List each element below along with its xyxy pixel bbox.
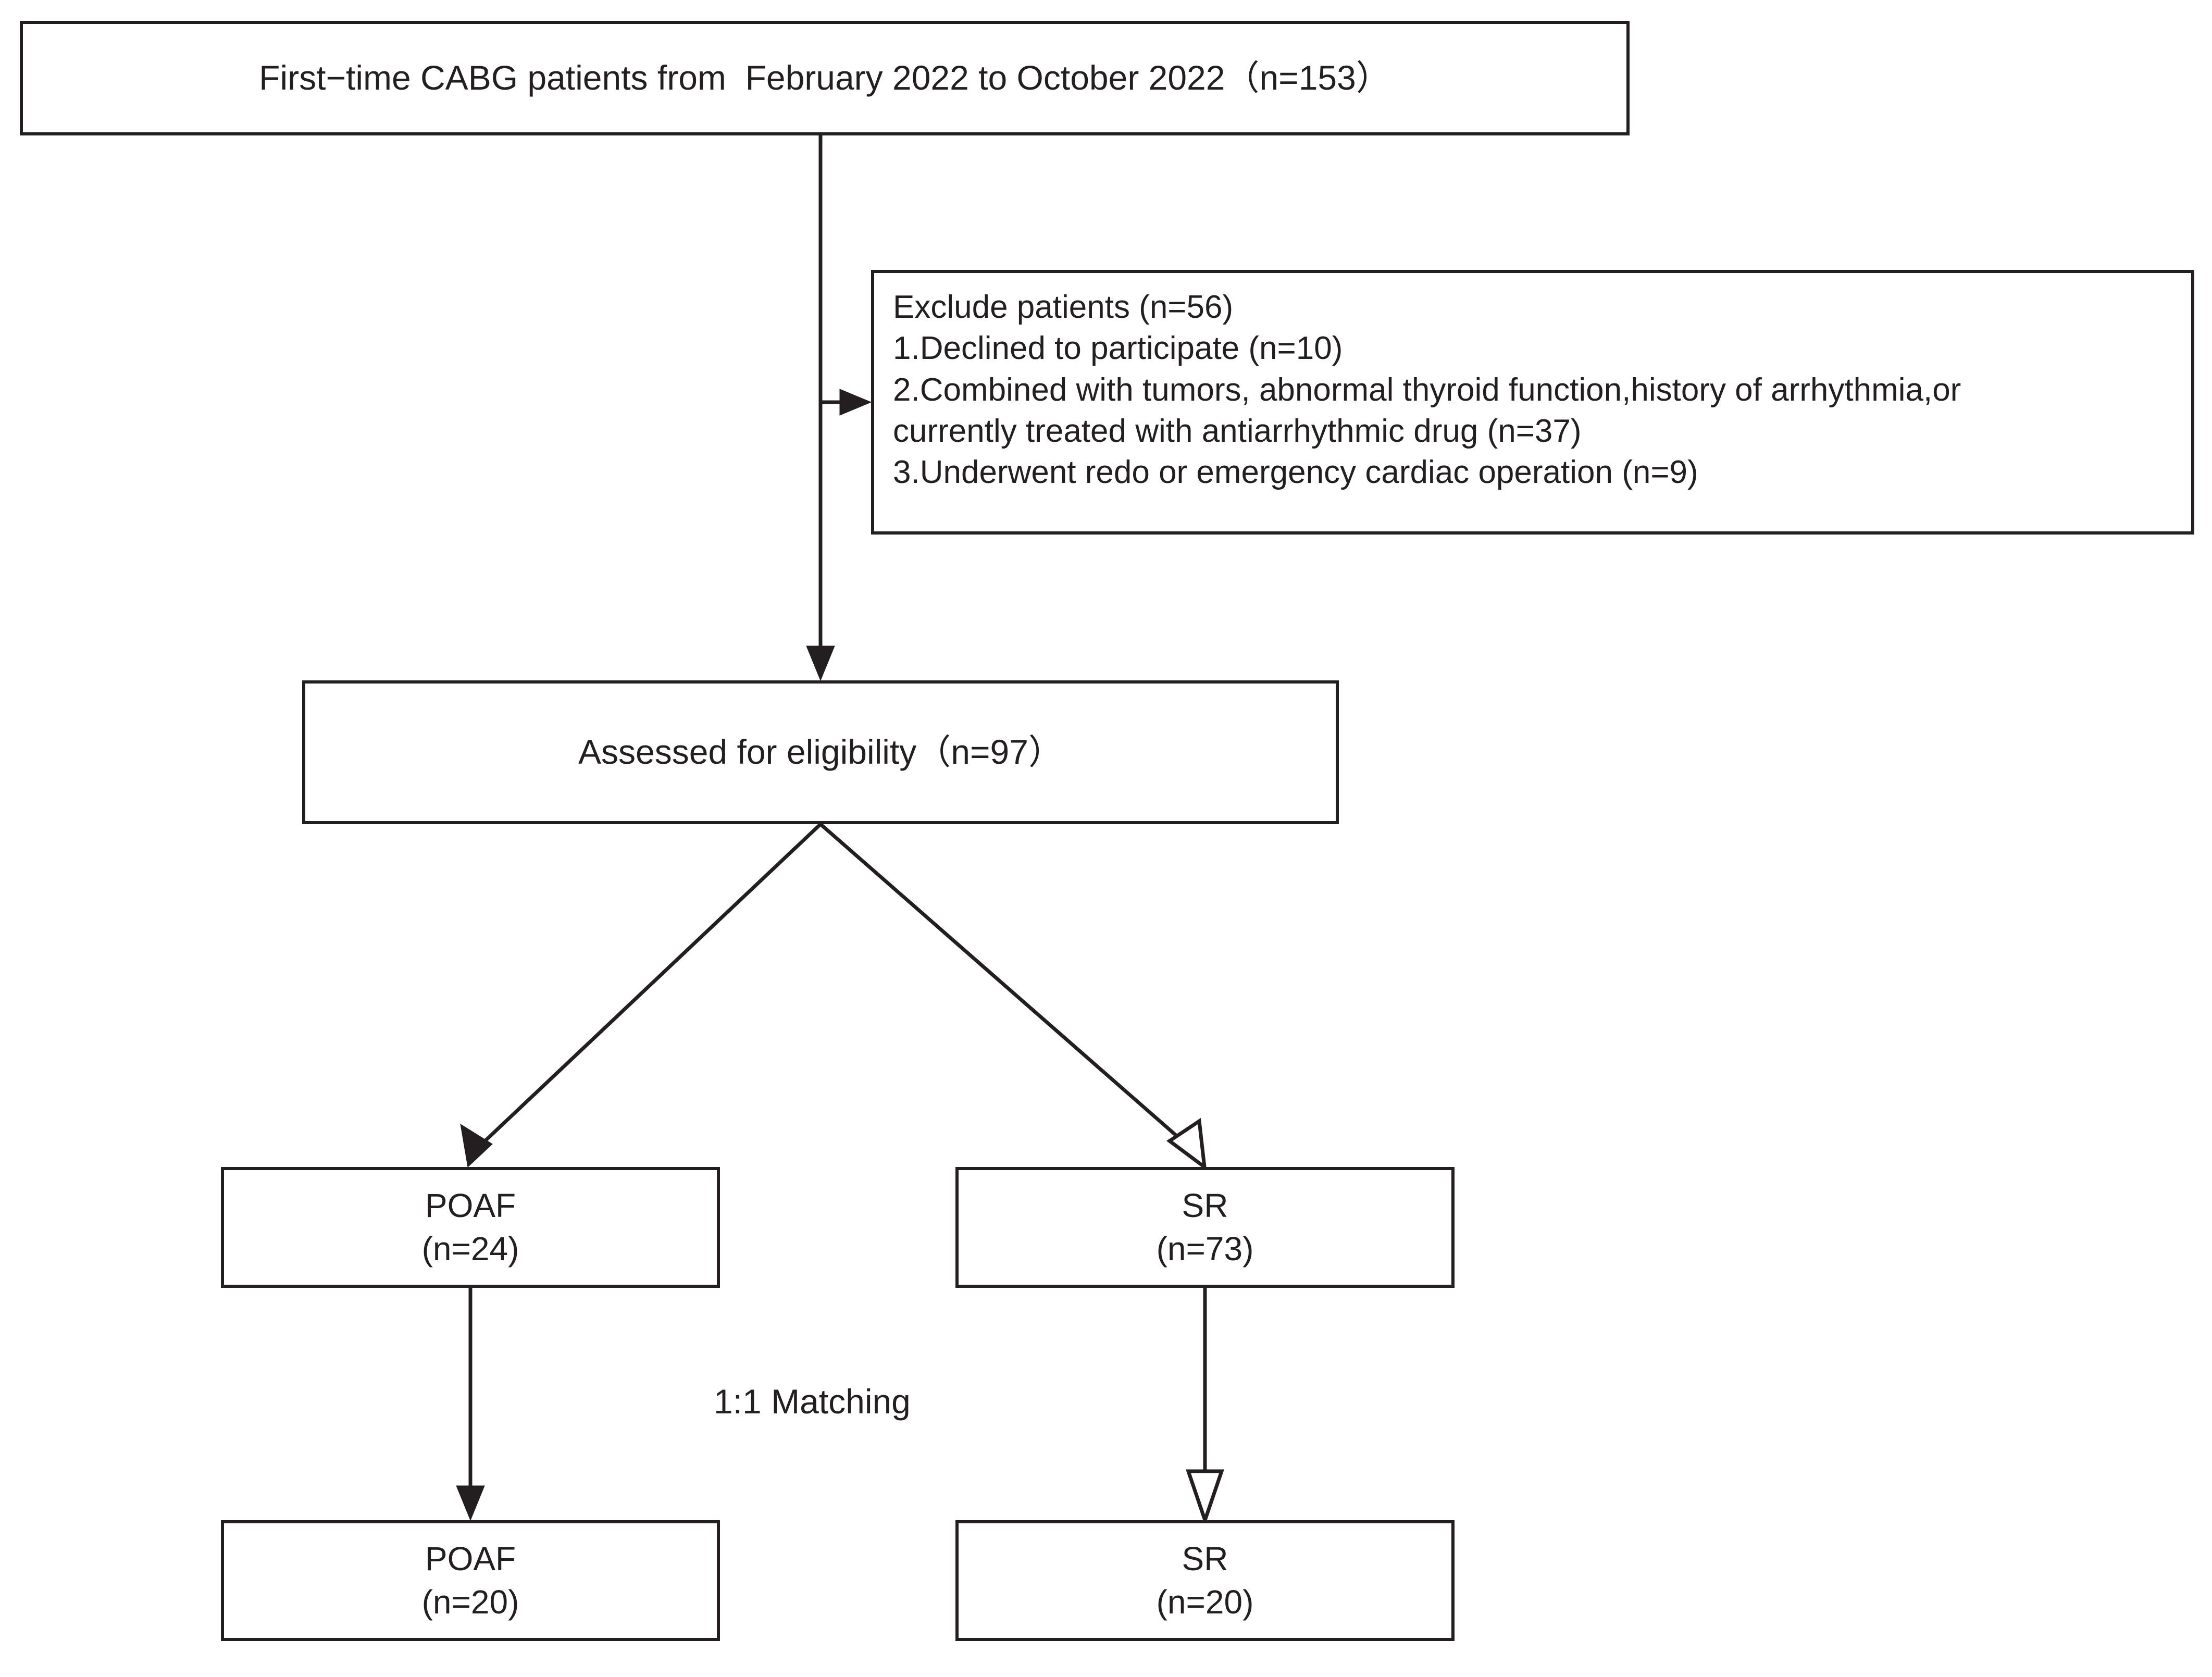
poaf-post-label: POAF [425,1539,516,1577]
arrowhead-right-exclusion [839,389,872,416]
node-sr-post-match: SR (n=20) [955,1520,1455,1641]
connector-eligibility-to-sr [819,823,1194,1151]
sr-pre-label: SR [1182,1186,1228,1224]
arrowhead-sr-post [1186,1469,1224,1526]
node-enrollment: First−time CABG patients from February 2… [20,21,1630,135]
arrowhead-poaf-pre [460,1123,493,1167]
node-sr-pre-match: SR (n=73) [955,1167,1455,1288]
poaf-pre-count: (n=24) [421,1230,519,1268]
exclusion-line-5: 3.Underwent redo or emergency cardiac op… [893,454,1698,491]
arrowhead-down-eligibility [806,645,835,681]
arrowhead-sr-pre [1166,1117,1207,1171]
node-exclusion-criteria: Exclude patients (n=56) 1.Declined to pa… [871,270,2194,535]
arrowhead-poaf-post [456,1485,485,1521]
node-enrollment-line-1: First−time CABG patients from February 2… [259,58,1390,97]
exclusion-line-4: currently treated with antiarrhythmic dr… [893,413,1582,450]
node-poaf-pre-match: POAF (n=24) [221,1167,720,1288]
exclusion-line-1: Exclude patients (n=56) [893,289,1234,325]
node-assessed-for-eligibility: Assessed for eligibility（n=97） [302,680,1339,824]
sr-post-count: (n=20) [1156,1583,1254,1621]
sr-pre-count: (n=73) [1156,1230,1254,1268]
node-poaf-post-match: POAF (n=20) [221,1520,720,1641]
sr-post-label: SR [1182,1539,1228,1577]
connector-eligibility-to-poaf [474,823,822,1152]
eligibility-line-1: Assessed for eligibility（n=97） [578,732,1063,772]
exclusion-line-3: 2.Combined with tumors, abnormal thyroid… [893,371,1961,408]
poaf-post-count: (n=20) [421,1583,519,1621]
matching-ratio-label: 1:1 Matching [714,1382,911,1421]
poaf-pre-label: POAF [425,1186,516,1224]
exclusion-line-2: 1.Declined to participate (n=10) [893,330,1343,367]
